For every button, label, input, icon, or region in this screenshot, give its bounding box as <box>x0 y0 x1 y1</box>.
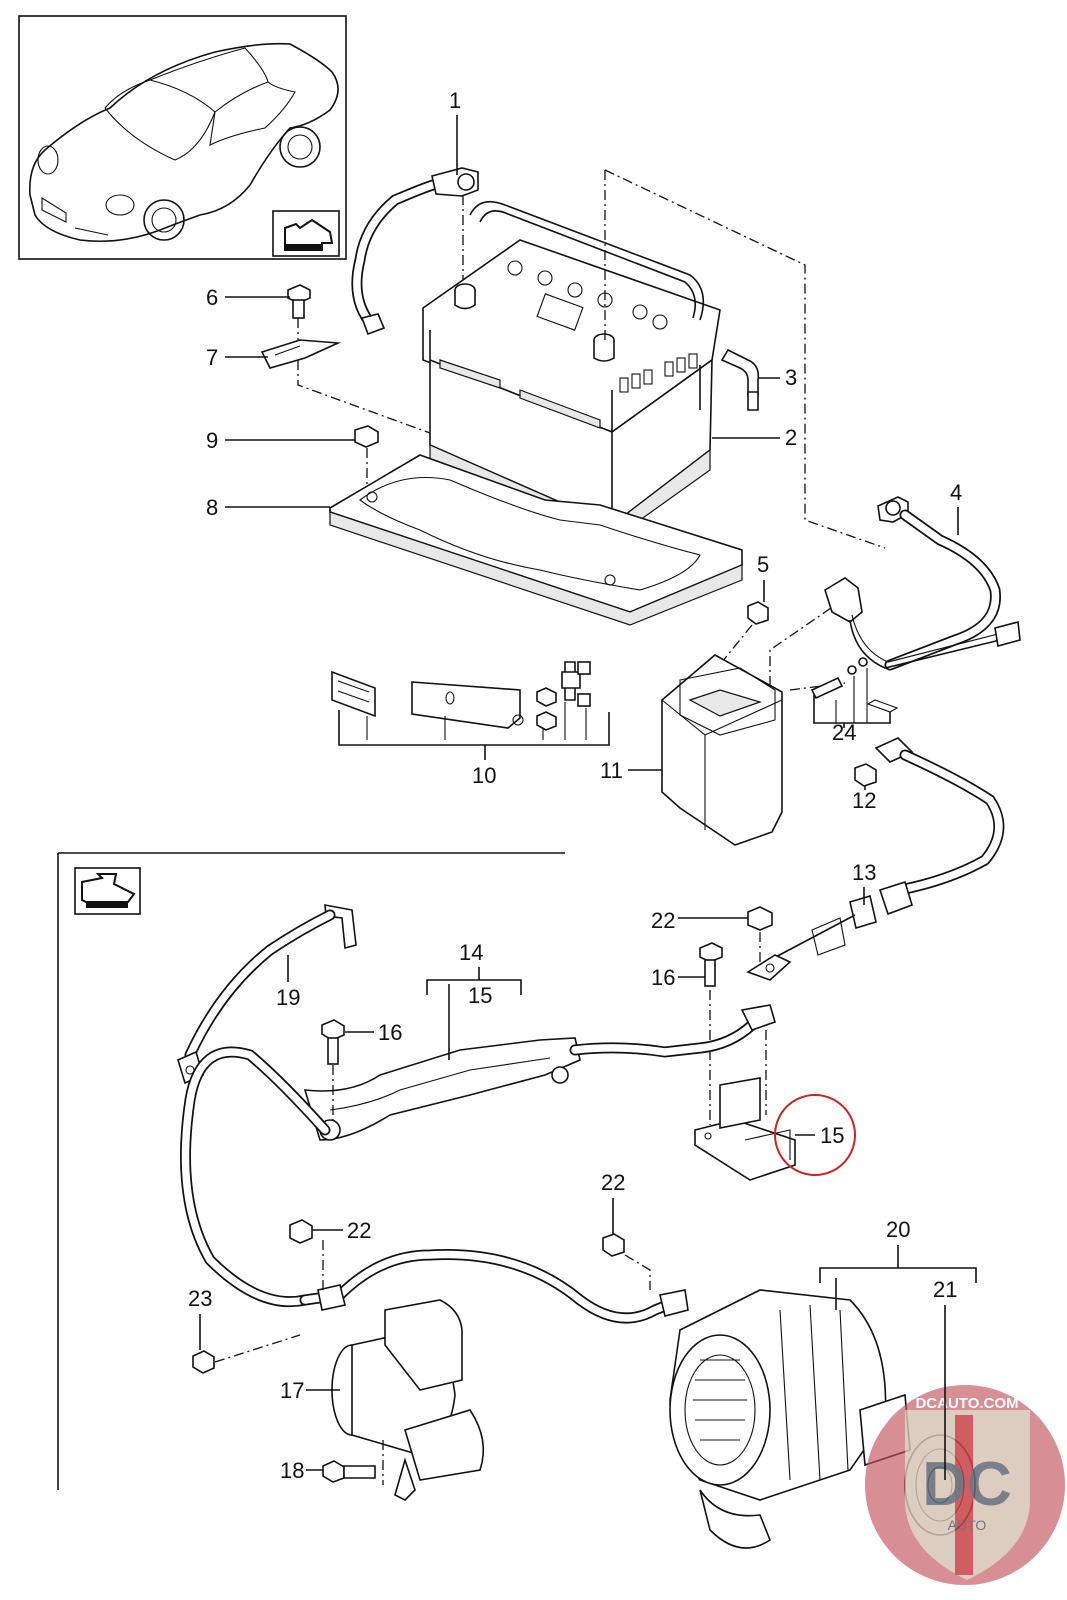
part-13-battery-cable <box>746 737 1005 981</box>
callout-4: 4 <box>950 480 962 505</box>
watermark-subtext: AUTO <box>948 1517 987 1533</box>
part-14-harness <box>180 1004 776 1308</box>
callout-9: 9 <box>206 428 218 453</box>
callout-18: 18 <box>280 1458 304 1483</box>
watermark-text: DCAUTO.COM <box>915 1395 1018 1412</box>
callout-6: 6 <box>206 285 218 310</box>
part-10-kit <box>331 661 610 760</box>
callout-19: 19 <box>276 985 300 1010</box>
callout-8: 8 <box>206 495 218 520</box>
callout-5: 5 <box>757 552 769 577</box>
part-4-sensor-cable <box>769 496 1021 698</box>
highlight-circle <box>774 1094 856 1176</box>
callout-17: 17 <box>280 1378 304 1403</box>
callout-7: 7 <box>206 345 218 370</box>
callout-21: 21 <box>933 1277 957 1302</box>
watermark-logo: DCAUTO.COM DC AUTO <box>865 1385 1065 1585</box>
callout-15-bracket: 15 <box>820 1123 844 1148</box>
part-5-nut <box>721 601 769 663</box>
part-2-battery <box>422 169 886 549</box>
callout-11: 11 <box>600 758 623 783</box>
callout-15: 15 <box>468 983 492 1008</box>
callout-1: 1 <box>449 88 461 113</box>
callout-16: 16 <box>651 965 675 990</box>
part-18-bolt <box>322 1460 376 1483</box>
callout-14: 14 <box>459 940 483 965</box>
lower-section-frame <box>57 852 565 1490</box>
callout-12: 12 <box>852 788 876 813</box>
callout-23: 23 <box>188 1286 212 1311</box>
callout-10: 10 <box>472 763 496 788</box>
callout-13: 13 <box>852 860 876 885</box>
callout-20: 20 <box>886 1217 910 1242</box>
callout-3: 3 <box>785 365 797 390</box>
part-15-bracket <box>694 1077 796 1181</box>
car-outline-icon <box>28 42 339 243</box>
part-9-nut <box>354 425 379 495</box>
part-17-starter <box>331 1299 485 1501</box>
callout-22: 22 <box>601 1170 625 1195</box>
part-11-control-unit <box>661 654 846 846</box>
callout-2: 2 <box>785 425 797 450</box>
part-22-nut <box>602 1233 651 1290</box>
callout-22: 22 <box>347 1218 371 1243</box>
callouts: 1 2 3 4 5 6 7 8 9 10 11 12 13 <box>188 88 977 1483</box>
overview-inset <box>18 15 347 260</box>
battery-to-starter-cable <box>299 1249 689 1324</box>
part-16-bolt <box>699 942 723 1125</box>
callout-16: 16 <box>378 1020 402 1045</box>
part-6-bolt <box>287 284 311 345</box>
callout-24: 24 <box>832 720 856 745</box>
part-24-stud-kit <box>810 657 899 728</box>
part-20-alternator <box>669 1289 911 1549</box>
part-3-vent-elbow <box>720 348 760 411</box>
watermark-logo-letters: DC <box>922 1450 1012 1519</box>
part-12-nut <box>854 763 877 790</box>
part-7-clamp <box>260 339 431 434</box>
part-8-battery-tray <box>329 454 743 626</box>
part-23-nut <box>192 1334 301 1374</box>
part-1-battery-cable <box>351 167 479 336</box>
part-22-nut <box>747 906 773 962</box>
callout-22: 22 <box>651 908 675 933</box>
part-22-nut <box>289 1219 324 1290</box>
direction-arrow-icon <box>81 873 136 903</box>
